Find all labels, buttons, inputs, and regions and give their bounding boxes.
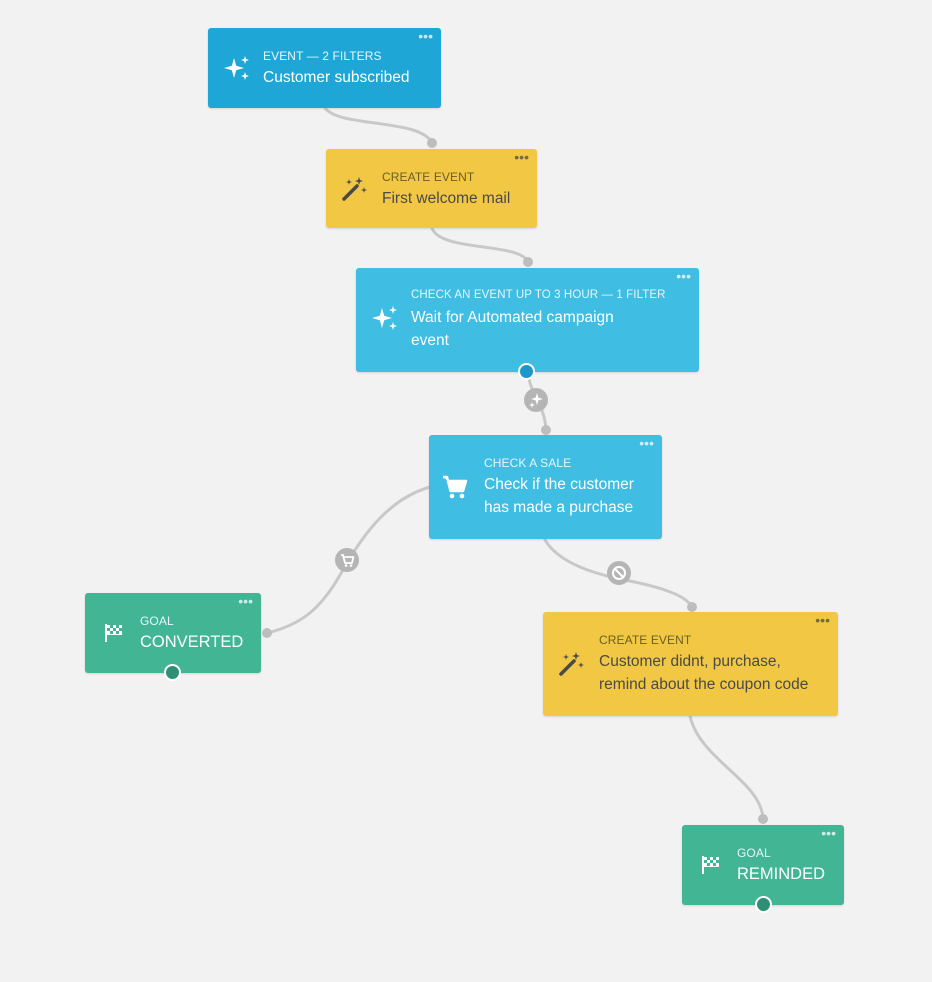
node-goal-converted[interactable]: GOAL CONVERTED ••• — [85, 593, 261, 673]
cart-icon — [341, 554, 355, 567]
node-title: Customer subscribed — [263, 69, 410, 86]
input-handle[interactable] — [687, 602, 697, 612]
input-handle[interactable] — [262, 628, 272, 638]
node-type-label: CHECK AN EVENT UP TO 3 HOUR — 1 FILTER — [411, 289, 666, 301]
branch-badge-not-purchased[interactable] — [607, 561, 631, 585]
ban-icon — [612, 566, 626, 580]
node-title: REMINDED — [737, 865, 826, 883]
node-menu-button[interactable]: ••• — [821, 825, 836, 841]
node-title: First welcome mail — [382, 190, 511, 207]
node-title: Check if the customer has made a purchas… — [484, 476, 634, 516]
input-handle[interactable] — [523, 257, 533, 267]
node-menu-button[interactable]: ••• — [418, 28, 433, 44]
node-menu-button[interactable]: ••• — [639, 435, 654, 451]
node-type-label: CHECK A SALE — [484, 456, 572, 470]
node-check-event-wait[interactable]: CHECK AN EVENT UP TO 3 HOUR — 1 FILTER W… — [356, 268, 699, 372]
branch-badge-event-triggered[interactable] — [524, 388, 548, 412]
checkered-flag-icon — [702, 856, 719, 874]
node-trigger-customer-subscribed[interactable]: EVENT — 2 FILTERS Customer subscribed ••… — [208, 28, 441, 108]
connector-welcome-wait — [430, 226, 530, 264]
input-handle[interactable] — [758, 814, 768, 824]
node-check-sale[interactable]: CHECK A SALE Check if the customer has m… — [429, 435, 662, 539]
node-title: CONVERTED — [140, 633, 244, 651]
node-menu-button[interactable]: ••• — [815, 612, 830, 628]
node-type-label: GOAL — [737, 846, 771, 860]
node-type-label: EVENT — 2 FILTERS — [263, 49, 382, 63]
output-port[interactable] — [518, 363, 535, 380]
branch-badge-purchased[interactable] — [335, 548, 359, 572]
node-title: Customer didnt, purchase, remind about t… — [599, 653, 809, 693]
node-menu-button[interactable]: ••• — [514, 149, 529, 165]
sparkles-icon — [224, 56, 249, 80]
node-create-event-remind-coupon[interactable]: CREATE EVENT Customer didnt, purchase, r… — [543, 612, 838, 716]
node-type-label: GOAL — [140, 614, 174, 628]
node-create-event-welcome-mail[interactable]: CREATE EVENT First welcome mail ••• — [326, 149, 537, 228]
output-port[interactable] — [164, 664, 181, 681]
output-port[interactable] — [755, 896, 772, 913]
node-menu-button[interactable]: ••• — [238, 593, 253, 609]
node-title: Wait for Automated campaign event — [411, 309, 614, 349]
node-type-label: CREATE EVENT — [599, 633, 692, 647]
connector-sale-converted — [265, 485, 432, 635]
cart-icon — [443, 475, 468, 499]
input-handle[interactable] — [541, 425, 551, 435]
connector-trigger-welcome — [323, 106, 434, 145]
sparkles-icon — [529, 393, 543, 408]
input-handle[interactable] — [427, 138, 437, 148]
node-type-label: CREATE EVENT — [382, 170, 475, 184]
node-goal-reminded[interactable]: GOAL REMINDED ••• — [682, 825, 844, 905]
magic-wand-icon — [559, 652, 584, 676]
node-menu-button[interactable]: ••• — [676, 268, 691, 284]
sparkles-icon — [372, 306, 397, 330]
checkered-flag-icon — [105, 624, 122, 642]
magic-wand-icon — [342, 177, 367, 201]
connector-remind-reminded — [688, 714, 765, 820]
